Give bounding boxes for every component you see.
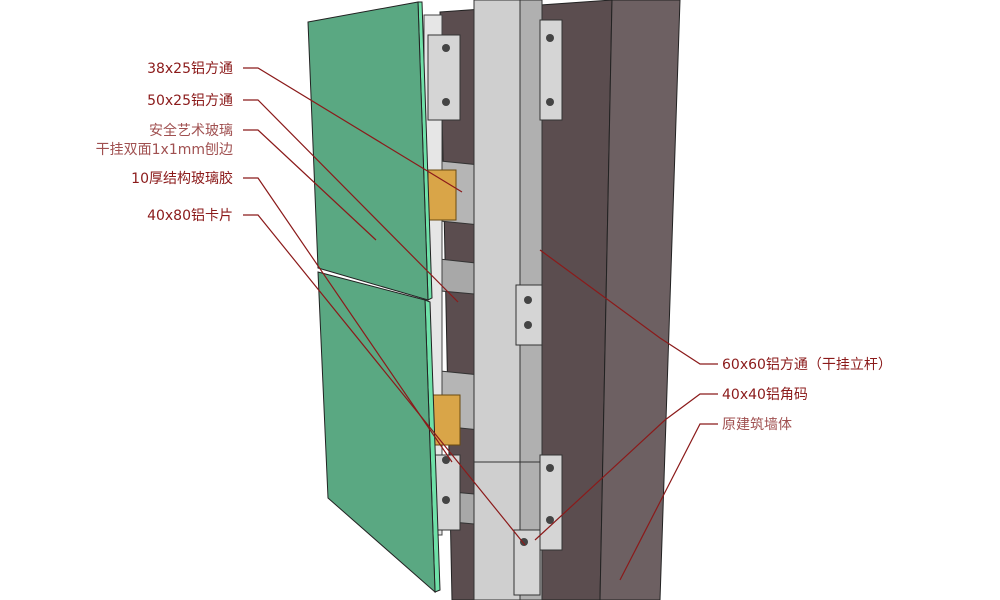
label-40x40-angle: 40x40铝角码: [722, 387, 808, 403]
leader-lines: [243, 67, 718, 581]
glue-block-lower: [431, 394, 461, 446]
label-40x80-aluminum-clip: 40x80铝卡片: [147, 208, 233, 224]
glass-panel-lower: [317, 271, 436, 594]
label-edge-finish: 干挂双面1x1mm刨边: [95, 142, 233, 158]
label-50x25-aluminum-tube: 50x25铝方通: [147, 93, 233, 109]
label-38x25-aluminum-tube: 38x25铝方通: [147, 61, 233, 77]
glass-panel-upper: [307, 1, 429, 301]
bolt-icons: [442, 34, 554, 546]
wall-side-face: [599, 0, 681, 600]
label-safety-art-glass: 安全艺术玻璃: [149, 123, 233, 139]
glue-block-upper: [427, 169, 457, 221]
label-structural-glue: 10厚结构玻璃胶: [131, 171, 233, 187]
label-original-wall: 原建筑墙体: [722, 417, 792, 433]
label-60x60-post: 60x60铝方通（干挂立杆）: [722, 357, 892, 373]
